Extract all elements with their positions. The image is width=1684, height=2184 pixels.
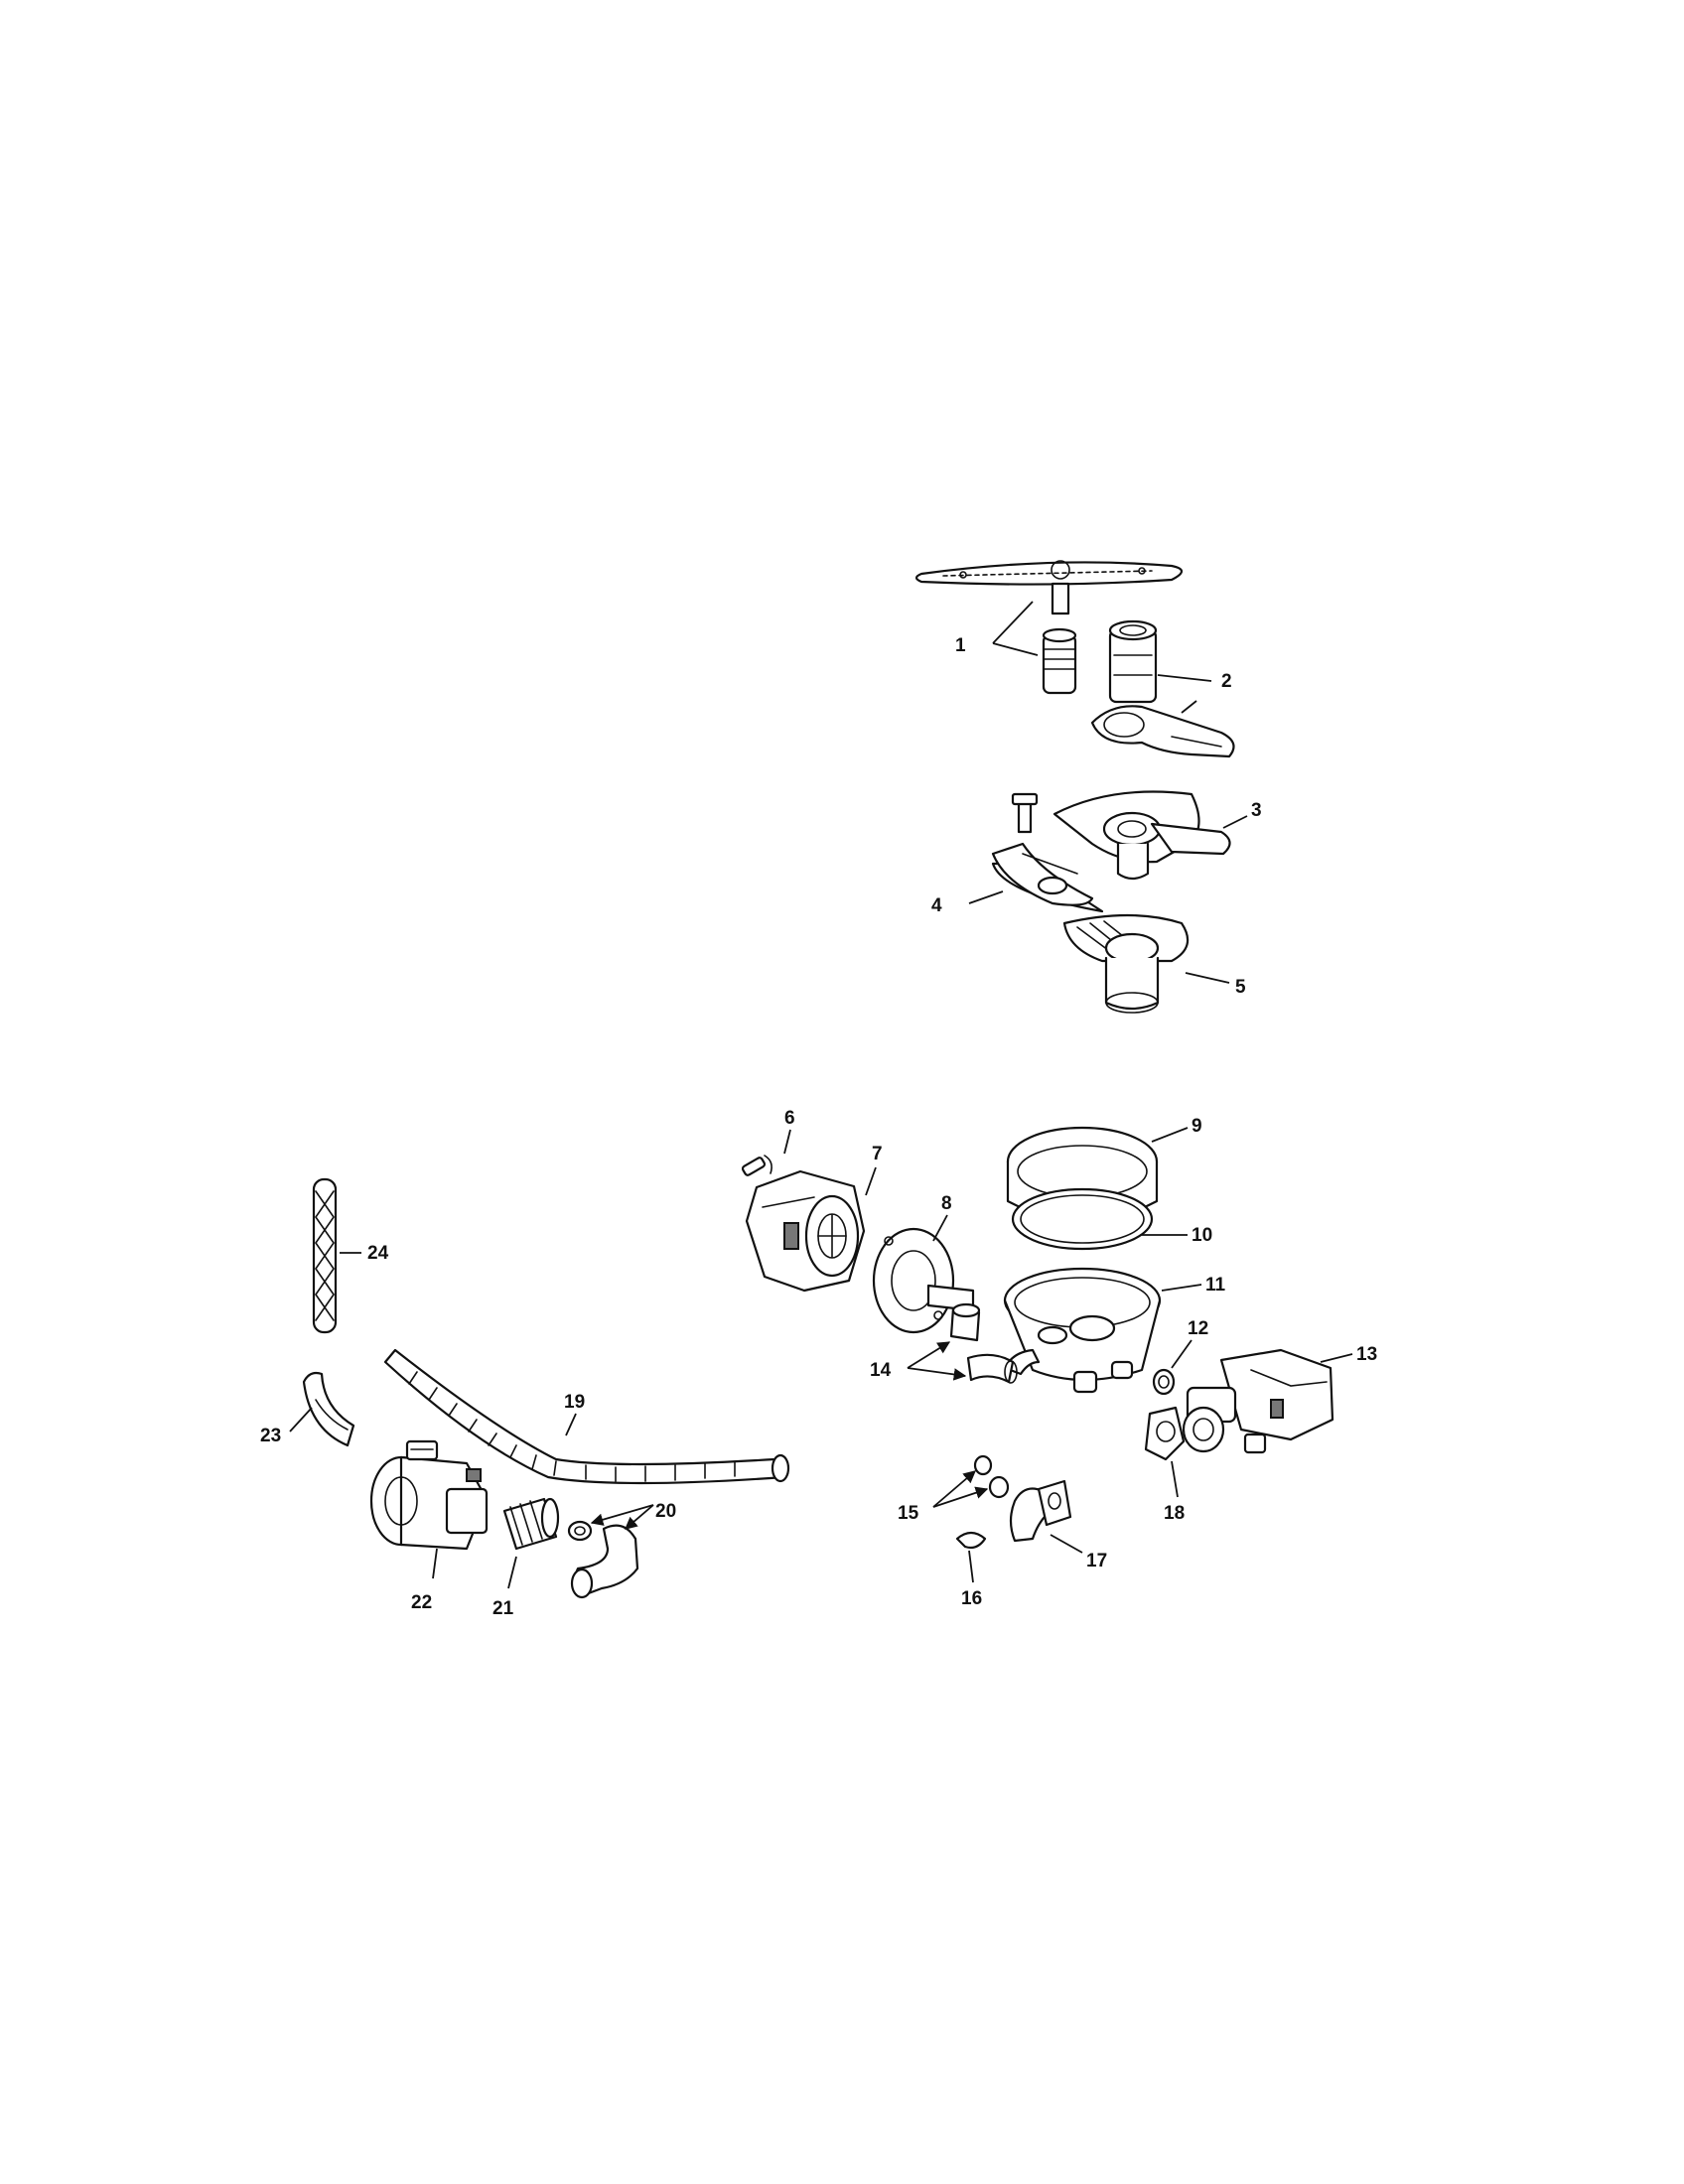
callout-18: 18 [1164,1503,1185,1524]
part-14-coupling-a [949,1302,981,1342]
part-22-leader [432,1548,438,1579]
callout-21: 21 [492,1598,514,1619]
part-4-screw [1011,792,1039,834]
callout-20: 20 [655,1501,676,1522]
callout-8: 8 [941,1193,952,1214]
part-21-leader [507,1556,517,1589]
part-10-gasket [1011,1187,1154,1251]
part-24-braided-hose [312,1177,338,1334]
callout-11: 11 [1205,1275,1226,1296]
part-5-leader [1185,972,1230,984]
callout-5: 5 [1235,977,1246,998]
part-18-leader [1171,1460,1179,1498]
part-20-elbow [570,1524,639,1599]
part-12-leader [1171,1339,1193,1369]
part-9-leader [1151,1127,1189,1143]
part-3-filter-plate [1052,790,1231,881]
part-1-spray-arm [914,560,1184,615]
part-16-leader [968,1550,974,1583]
part-1-leader-b [992,642,1039,656]
part-16-clamp [955,1531,987,1550]
callout-16: 16 [961,1588,982,1609]
part-4-coarse-filter [991,842,1104,913]
part-12-small-gasket [1152,1368,1176,1396]
part-15-o-ring-a [973,1454,993,1476]
part-13-drain-pump [1182,1348,1334,1454]
part-6-clip [741,1155,772,1176]
callout-3: 3 [1251,800,1262,821]
part-19-leader [565,1413,577,1436]
part-20-washer [567,1520,593,1542]
part-3-leader [1222,815,1248,829]
callout-19: 19 [564,1392,585,1413]
part-11-leader [1161,1284,1202,1292]
callout-10: 10 [1192,1225,1212,1246]
callout-6: 6 [784,1108,795,1129]
callout-14: 14 [870,1360,892,1381]
part-6-leader [783,1129,791,1155]
part-13-leader [1320,1353,1353,1363]
part-20-leader-a [590,1504,654,1526]
part-17-elbow [1009,1479,1072,1543]
part-2-bracket [1090,705,1235,758]
part-21-coupling [502,1497,560,1551]
part-4-leader [968,890,1004,904]
part-23-leader [289,1407,313,1433]
callout-2: 2 [1221,671,1232,692]
part-15-leader-b [932,1486,989,1508]
part-1-leader-a [992,601,1034,644]
part-17-leader [1050,1534,1083,1554]
callout-15: 15 [898,1503,919,1524]
callout-12: 12 [1188,1318,1208,1339]
part-8-leader [932,1214,948,1242]
callout-1: 1 [955,635,966,656]
part-22-motor [369,1439,489,1551]
callout-24: 24 [367,1243,389,1264]
part-2-leader-b [1181,700,1197,714]
part-15-leader-a [932,1470,976,1508]
part-8-impeller-plate [872,1227,975,1334]
callout-22: 22 [411,1592,432,1613]
callout-23: 23 [260,1426,281,1446]
part-7-pump-housing [745,1169,866,1293]
part-11-sump-housing [1003,1267,1162,1394]
part-20-leader-b [625,1504,654,1530]
part-14-leader-a [907,1341,951,1369]
callout-17: 17 [1086,1551,1107,1571]
part-5-sump-cover [1062,913,1190,1014]
part-14-coupling-b [966,1353,1018,1384]
part-7-leader [865,1166,877,1196]
callout-13: 13 [1356,1344,1377,1365]
callout-4: 4 [931,895,942,916]
callout-7: 7 [872,1144,883,1164]
part-19-drain-hose [383,1348,790,1485]
part-14-leader-b [907,1367,967,1381]
part-23-elbow-hose [302,1371,355,1447]
part-15-o-ring-b [988,1475,1010,1499]
part-18-pump-gasket [1144,1406,1186,1461]
callout-9: 9 [1192,1116,1202,1137]
part-2-filter-tube [1108,619,1158,704]
part-1-hub [1042,627,1077,695]
part-2-leader [1157,674,1212,682]
